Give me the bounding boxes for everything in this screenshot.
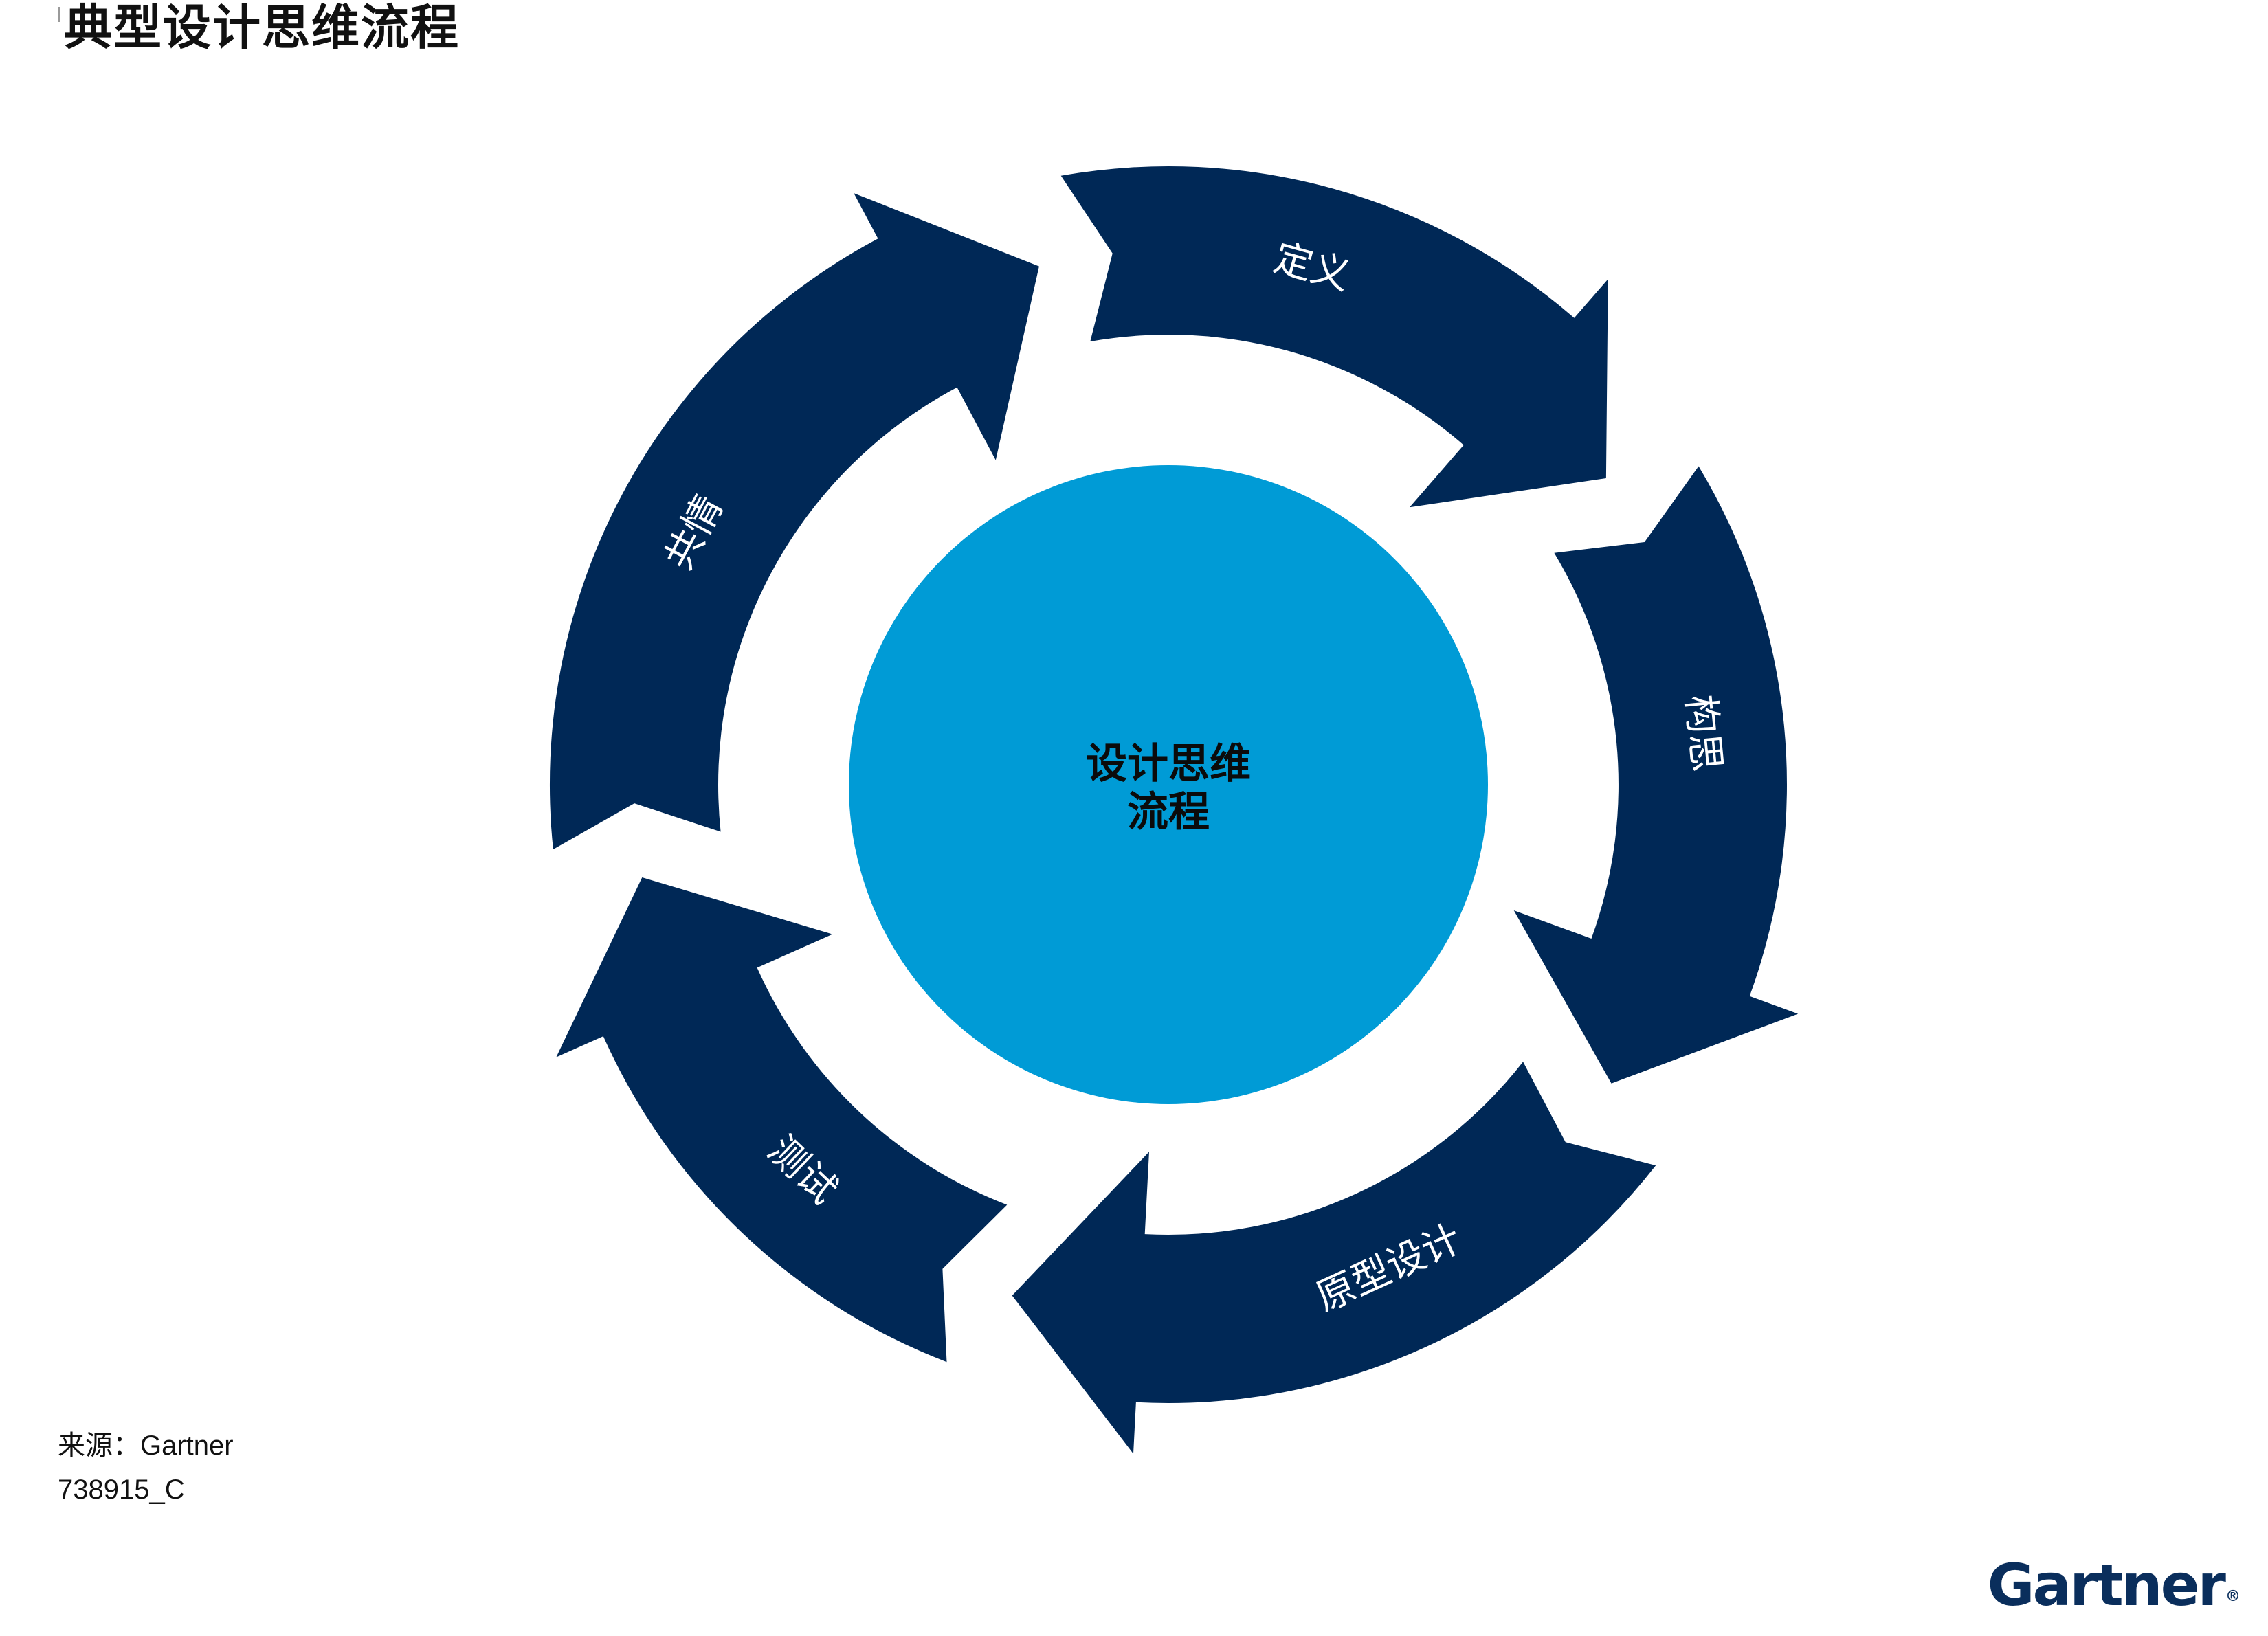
source-note: 来源：Gartner [58,1424,234,1468]
center-label-line-1: 设计思维 [1086,740,1251,788]
center-circle [849,465,1488,1104]
arrow-empathize [549,193,1039,850]
page-title-text: 典型设计思维流程 [64,0,460,56]
source-name: Gartner [140,1431,234,1461]
source-prefix: 来源： [58,1430,140,1461]
logo-text: Gartner [1987,1551,2226,1619]
page-title: 典型设计思维流程 [58,0,460,55]
arrow-test [556,877,1008,1363]
arrow-prototype [1012,1062,1656,1454]
registered-mark: ® [2225,1588,2241,1605]
title-mark [58,7,60,22]
label-ideate: 构思 [1677,693,1728,774]
arrow-define [1060,166,1608,508]
document-id: 738915_C [58,1475,185,1505]
center-label-line-2: 流程 [1127,788,1210,836]
arrow-ideate [1513,466,1799,1084]
cycle-arrows [549,166,1799,1454]
gartner-logo: Gartner® [1988,1554,2241,1628]
